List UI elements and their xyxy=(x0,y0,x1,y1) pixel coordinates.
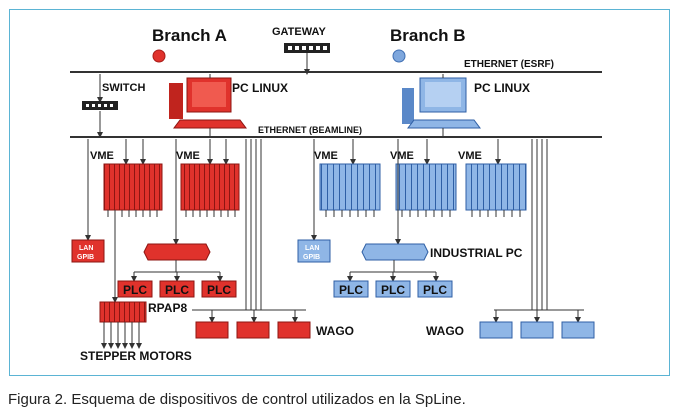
plc-a3-label: PLC xyxy=(207,283,231,297)
vme-crate-b1 xyxy=(319,163,381,211)
wago-b2 xyxy=(520,321,554,339)
wago-a-label: WAGO xyxy=(316,324,354,338)
wago-b-label: WAGO xyxy=(426,324,464,338)
wago-a3 xyxy=(277,321,311,339)
pc-linux-a-label: PC LINUX xyxy=(232,81,288,95)
vme-label-a1: VME xyxy=(90,150,114,162)
vme-label-b1: VME xyxy=(314,150,338,162)
lan-gpib-b-bottom: GPIB xyxy=(303,254,320,261)
plc-a1-label: PLC xyxy=(123,283,147,297)
plc-b3 xyxy=(417,280,453,298)
vme-crate-b2 xyxy=(395,163,457,211)
ethernet-esrf-label: ETHERNET (ESRF) xyxy=(464,59,554,70)
vme-label-b3: VME xyxy=(458,150,482,162)
lan-gpib-a-top: LAN xyxy=(79,245,93,252)
plc-a3 xyxy=(201,280,237,298)
plc-a2-label: PLC xyxy=(165,283,189,297)
figure-caption: Figura 2. Esquema de dispositivos de con… xyxy=(8,391,466,408)
lan-gpib-b-top: LAN xyxy=(305,245,319,252)
branch-a-dot xyxy=(152,49,166,63)
plc-a2 xyxy=(159,280,195,298)
plc-a1 xyxy=(117,280,153,298)
gateway-device xyxy=(284,43,330,53)
gateway-label: GATEWAY xyxy=(272,26,326,38)
wago-a1 xyxy=(195,321,229,339)
switch-label: SWITCH xyxy=(102,82,145,94)
wago-a2 xyxy=(236,321,270,339)
branch-a-label: Branch A xyxy=(152,26,227,45)
industrial-pc-b xyxy=(361,243,429,261)
lan-gpib-a-bottom: GPIB xyxy=(77,254,94,261)
network-diagram: Branch A GATEWAY Branch B ETHERNET (ESRF… xyxy=(70,26,602,363)
rpap8-label: RPAP8 xyxy=(148,301,187,315)
plc-b1-label: PLC xyxy=(339,283,363,297)
wago-b3 xyxy=(561,321,595,339)
plc-b2 xyxy=(375,280,411,298)
branch-b-dot xyxy=(392,49,406,63)
plc-b1 xyxy=(333,280,369,298)
ethernet-beamline-label: ETHERNET (BEAMLINE) xyxy=(258,125,362,135)
vme-crate-a2 xyxy=(180,163,240,211)
branch-b-label: Branch B xyxy=(390,26,466,45)
vme-crate-b3 xyxy=(465,163,527,211)
pc-linux-b xyxy=(402,77,481,129)
plc-b3-label: PLC xyxy=(423,283,447,297)
plc-b2-label: PLC xyxy=(381,283,405,297)
industrial-pc-a xyxy=(143,243,211,261)
stepper-motors-label: STEPPER MOTORS xyxy=(80,349,192,363)
figure-frame: Branch A GATEWAY Branch B ETHERNET (ESRF… xyxy=(9,9,670,376)
lan-gpib-a xyxy=(71,239,105,263)
lan-gpib-b xyxy=(297,239,331,263)
vme-label-a2: VME xyxy=(176,150,200,162)
pc-linux-b-label: PC LINUX xyxy=(474,81,530,95)
pc-linux-a xyxy=(169,77,247,129)
vme-label-b2: VME xyxy=(390,150,414,162)
wago-b1 xyxy=(479,321,513,339)
vme-crate-a1 xyxy=(103,163,163,211)
industrial-pc-label: INDUSTRIAL PC xyxy=(430,246,523,260)
rpap8-device xyxy=(99,301,147,323)
